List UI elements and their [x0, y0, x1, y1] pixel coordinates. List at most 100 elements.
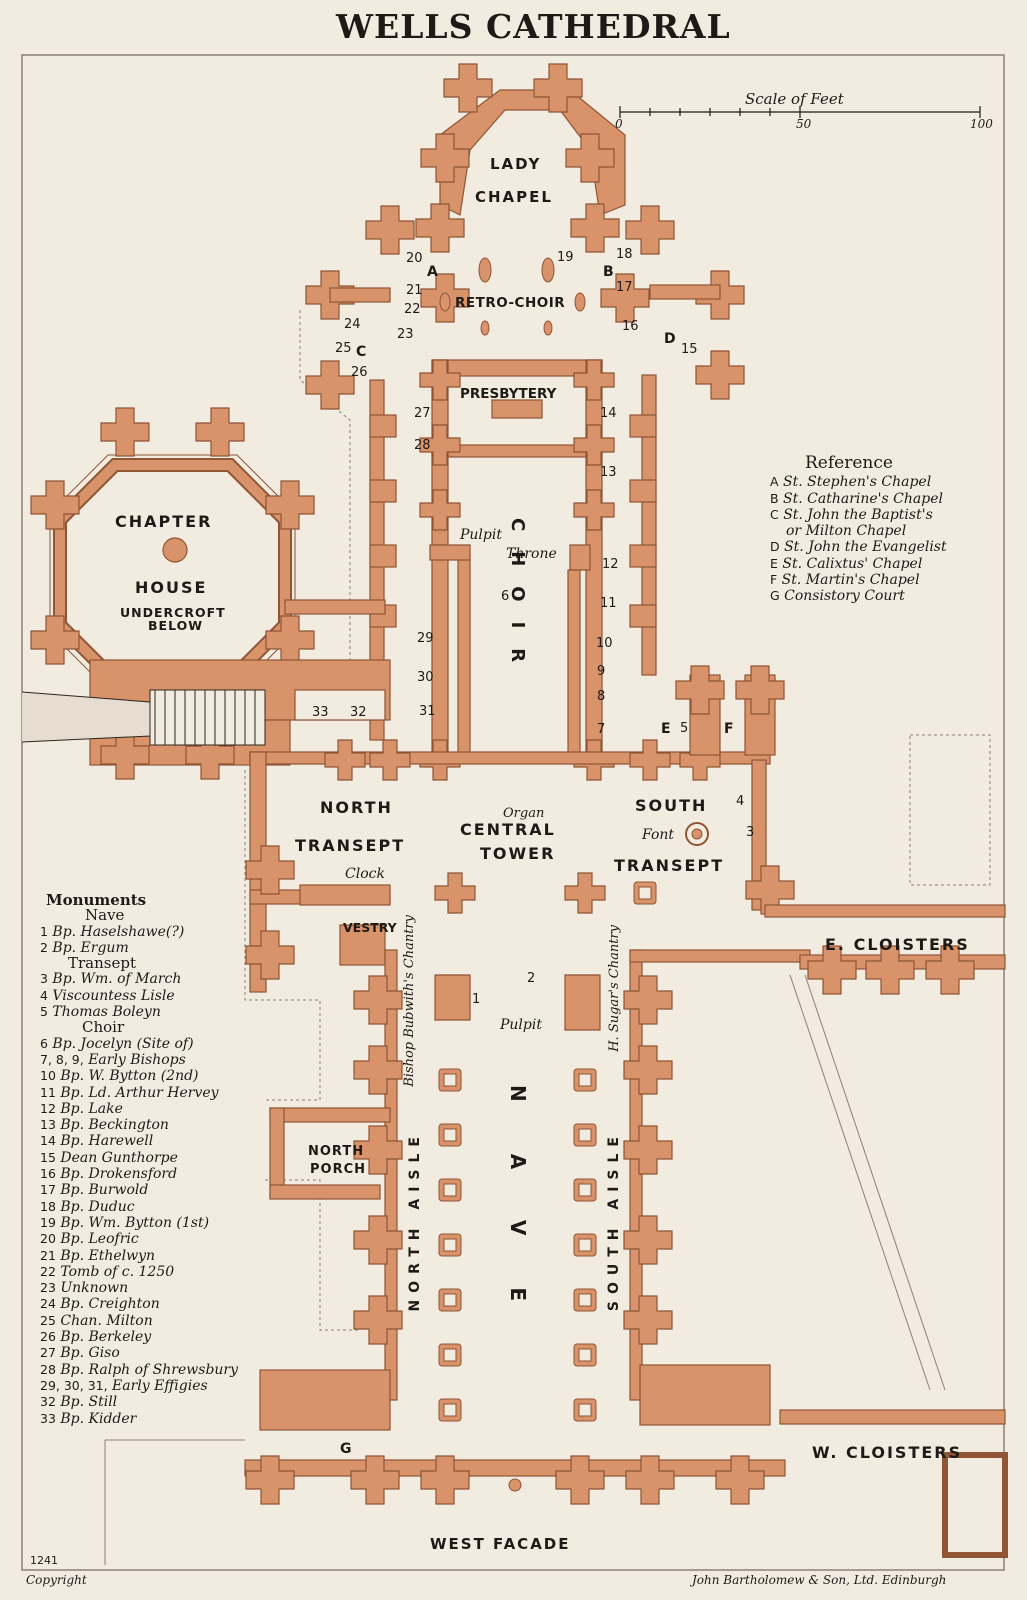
monument-text: Bp. Ld. Arthur Hervey [60, 1084, 219, 1101]
monument-text: Tomb of c. 1250 [60, 1263, 175, 1280]
label-north-transept-1: NORTH [320, 798, 393, 817]
monument-number: 8 [597, 689, 606, 704]
reference-text: St. Stephen's Chapel [783, 474, 932, 491]
scale-label: Scale of Feet [745, 90, 844, 108]
letter-B: B [603, 264, 616, 280]
monument-num: 18 [40, 1198, 56, 1214]
label-north-porch-1: NORTH [308, 1144, 365, 1159]
label-undercroft: UNDERCROFT [120, 605, 226, 620]
letter-A: A [427, 264, 440, 280]
monument-number: 12 [602, 557, 619, 572]
reference-text: St. Calixtus' Chapel [782, 555, 923, 572]
label-house: HOUSE [135, 578, 208, 597]
monument-text: Early Effigies [112, 1377, 208, 1394]
label-north-aisle: NORTH AISLE [407, 1130, 423, 1312]
monument-text: Dean Gunthorpe [60, 1149, 178, 1166]
cloister-walks [104, 974, 946, 1565]
nave-piers [438, 257, 657, 1492]
reference-key: G [770, 588, 780, 604]
monument-number: 11 [600, 596, 617, 611]
monument-num: 33 [40, 1410, 56, 1426]
monument-num: 12 [40, 1100, 56, 1116]
monument-num: 6 [40, 1035, 48, 1051]
monument-number: 1 [472, 992, 481, 1007]
monument-text: Bp. Berkeley [60, 1329, 152, 1346]
monument-num: 11 [40, 1084, 56, 1100]
monument-number: 25 [335, 341, 352, 356]
monument-number: 21 [406, 283, 423, 298]
monument-num: 17 [40, 1182, 56, 1198]
monument-num: 16 [40, 1166, 56, 1182]
monument-number: 10 [596, 636, 613, 651]
monument-text: Bp. Haselshawe(?) [52, 923, 185, 940]
monument-number: 18 [616, 247, 633, 262]
monument-num: 19 [40, 1214, 56, 1230]
stair-hatching [21, 689, 266, 746]
font-bowl [685, 822, 709, 846]
monument-text: Bp. Burwold [60, 1182, 149, 1199]
monuments-heading: Monuments [46, 891, 147, 909]
monument-num: 27 [40, 1345, 56, 1361]
monument-num: 13 [40, 1117, 56, 1133]
monument-num: 7, 8, 9, [40, 1051, 84, 1067]
reference-legend: Reference A St. Stephen's Chapel B St. C… [770, 454, 947, 605]
group-nave: Nave [85, 906, 125, 925]
monument-text: Bp. Drokensford [60, 1166, 178, 1183]
reference-key: F [770, 572, 778, 588]
label-west-facade: WEST FACADE [430, 1535, 571, 1553]
letter-D: D [664, 331, 678, 347]
monument-text: Bp. Creighton [60, 1296, 160, 1313]
label-presbytery: PRESBYTERY [460, 386, 557, 402]
reference-text: St. John the Evangelist [784, 539, 947, 556]
monument-number: 3 [746, 825, 755, 840]
monument-number: 2 [527, 971, 536, 986]
monument-number: 4 [736, 794, 745, 809]
monument-text: Bp. Giso [60, 1345, 120, 1362]
reference-key: E [770, 555, 778, 571]
monument-text: Bp. Leofric [60, 1231, 139, 1248]
monument-number: 13 [600, 465, 617, 480]
monument-number: 9 [597, 664, 606, 679]
monument-text: Viscountess Lisle [52, 987, 175, 1004]
page-title: WELLS CATHEDRAL [336, 7, 731, 46]
reference-key: B [770, 490, 779, 506]
monument-num: 22 [40, 1263, 56, 1279]
label-bubwith-chantry: Bishop Bubwith's Chantry [402, 915, 417, 1087]
monument-text: Bp. Ralph of Shrewsbury [60, 1361, 239, 1378]
monument-text: Bp. Harewell [60, 1133, 154, 1150]
label-north-transept-2: TRANSEPT [295, 836, 406, 855]
monument-text: Bp. Wm. of March [52, 971, 182, 988]
map-frame [21, 54, 1005, 1571]
monument-number: 26 [351, 365, 368, 380]
label-retro-choir: RETRO-CHOIR [455, 295, 566, 311]
monument-number: 16 [622, 319, 639, 334]
monument-number: 24 [344, 317, 361, 332]
label-chapter: CHAPTER [115, 512, 213, 531]
monument-num: 1 [40, 923, 48, 939]
label-lady-chapel-1: LADY [490, 155, 542, 173]
publisher-text: John Bartholomew & Son, Ltd. Edinburgh [692, 1573, 947, 1587]
label-w-cloisters: W. CLOISTERS [812, 1443, 963, 1462]
reference-text: St. John the Baptist's [783, 506, 933, 523]
monument-number: 19 [557, 250, 574, 265]
monument-number: 20 [406, 251, 423, 266]
monument-num: 4 [40, 987, 48, 1003]
reference-key: D [770, 539, 780, 555]
reference-text: or Milton Chapel [786, 523, 907, 540]
monument-num: 32 [40, 1394, 56, 1410]
monument-text: Chan. Milton [60, 1312, 153, 1329]
label-central: CENTRAL [460, 820, 556, 839]
label-throne: Throne [506, 546, 557, 562]
label-clock: Clock [345, 866, 385, 882]
label-pulpit-choir: Pulpit [460, 527, 502, 543]
monument-number: 22 [404, 302, 421, 317]
label-lady-chapel-2: CHAPEL [475, 188, 553, 206]
monument-number: 31 [419, 704, 436, 719]
monument-num: 21 [40, 1247, 56, 1263]
monument-number: 17 [616, 280, 633, 295]
reference-text: Consistory Court [784, 588, 905, 605]
monument-number: 6 [501, 589, 510, 604]
monument-number: 23 [397, 327, 414, 342]
monument-text: Early Bishops [88, 1051, 186, 1068]
